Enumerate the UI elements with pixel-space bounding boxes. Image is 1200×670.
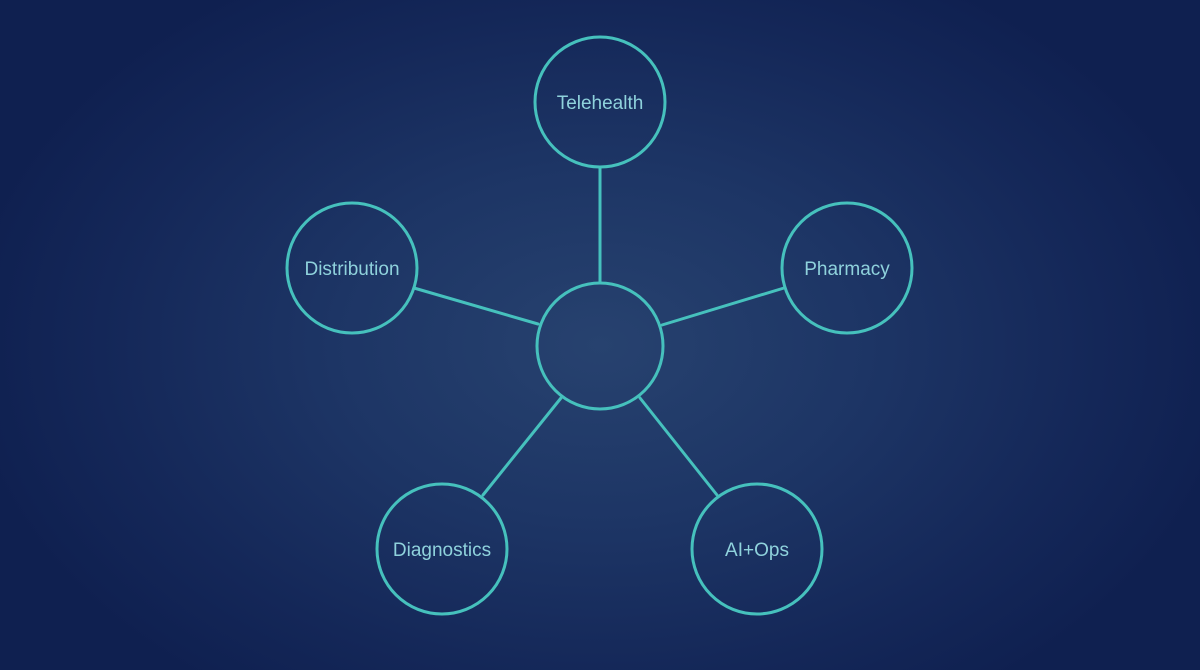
node-circle xyxy=(533,35,667,169)
node-label-telehealth: Telehealth xyxy=(557,93,644,114)
node-circle xyxy=(375,482,509,616)
hub-node xyxy=(535,281,665,411)
node-label-diagnostics: Diagnostics xyxy=(393,540,491,561)
node-distribution: Distribution xyxy=(285,201,419,335)
connector-pharmacy xyxy=(660,286,786,327)
node-telehealth: Telehealth xyxy=(533,35,667,169)
node-pharmacy: Pharmacy xyxy=(780,201,914,335)
hub-circle xyxy=(535,281,665,411)
connector-group xyxy=(412,165,786,497)
node-label-ai-ops: AI+Ops xyxy=(725,540,789,561)
node-diagnostics: Diagnostics xyxy=(375,482,509,616)
connector-diagnostics xyxy=(481,396,563,497)
connector-ai-ops xyxy=(638,396,719,497)
node-ai-ops: AI+Ops xyxy=(690,482,824,616)
connector-distribution xyxy=(412,286,540,326)
node-label-distribution: Distribution xyxy=(304,259,399,280)
node-circle xyxy=(780,201,914,335)
node-label-pharmacy: Pharmacy xyxy=(804,259,890,280)
node-circle xyxy=(285,201,419,335)
node-circle xyxy=(690,482,824,616)
